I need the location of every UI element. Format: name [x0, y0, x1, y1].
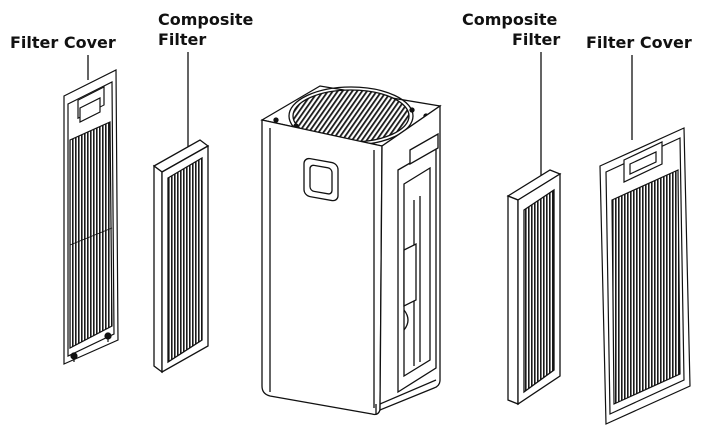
- left-composite-filter-drawing: [152, 139, 210, 374]
- label-left-composite-filter-line1: Composite: [158, 10, 254, 29]
- left-filter-cover-drawing: [63, 69, 119, 365]
- label-right-composite-filter-line1: Composite: [462, 10, 558, 29]
- leader-lines: [87, 52, 633, 182]
- label-left-composite-filter-line2: Filter: [158, 30, 207, 49]
- label-right-filter-cover: Filter Cover: [586, 33, 692, 52]
- label-right-composite-filter-line2: Filter: [512, 30, 561, 49]
- label-left-filter-cover: Filter Cover: [10, 33, 116, 52]
- right-filter-cover-drawing: [599, 127, 691, 425]
- right-composite-filter-drawing: [506, 169, 562, 406]
- air-purifier-unit-drawing: [260, 85, 442, 416]
